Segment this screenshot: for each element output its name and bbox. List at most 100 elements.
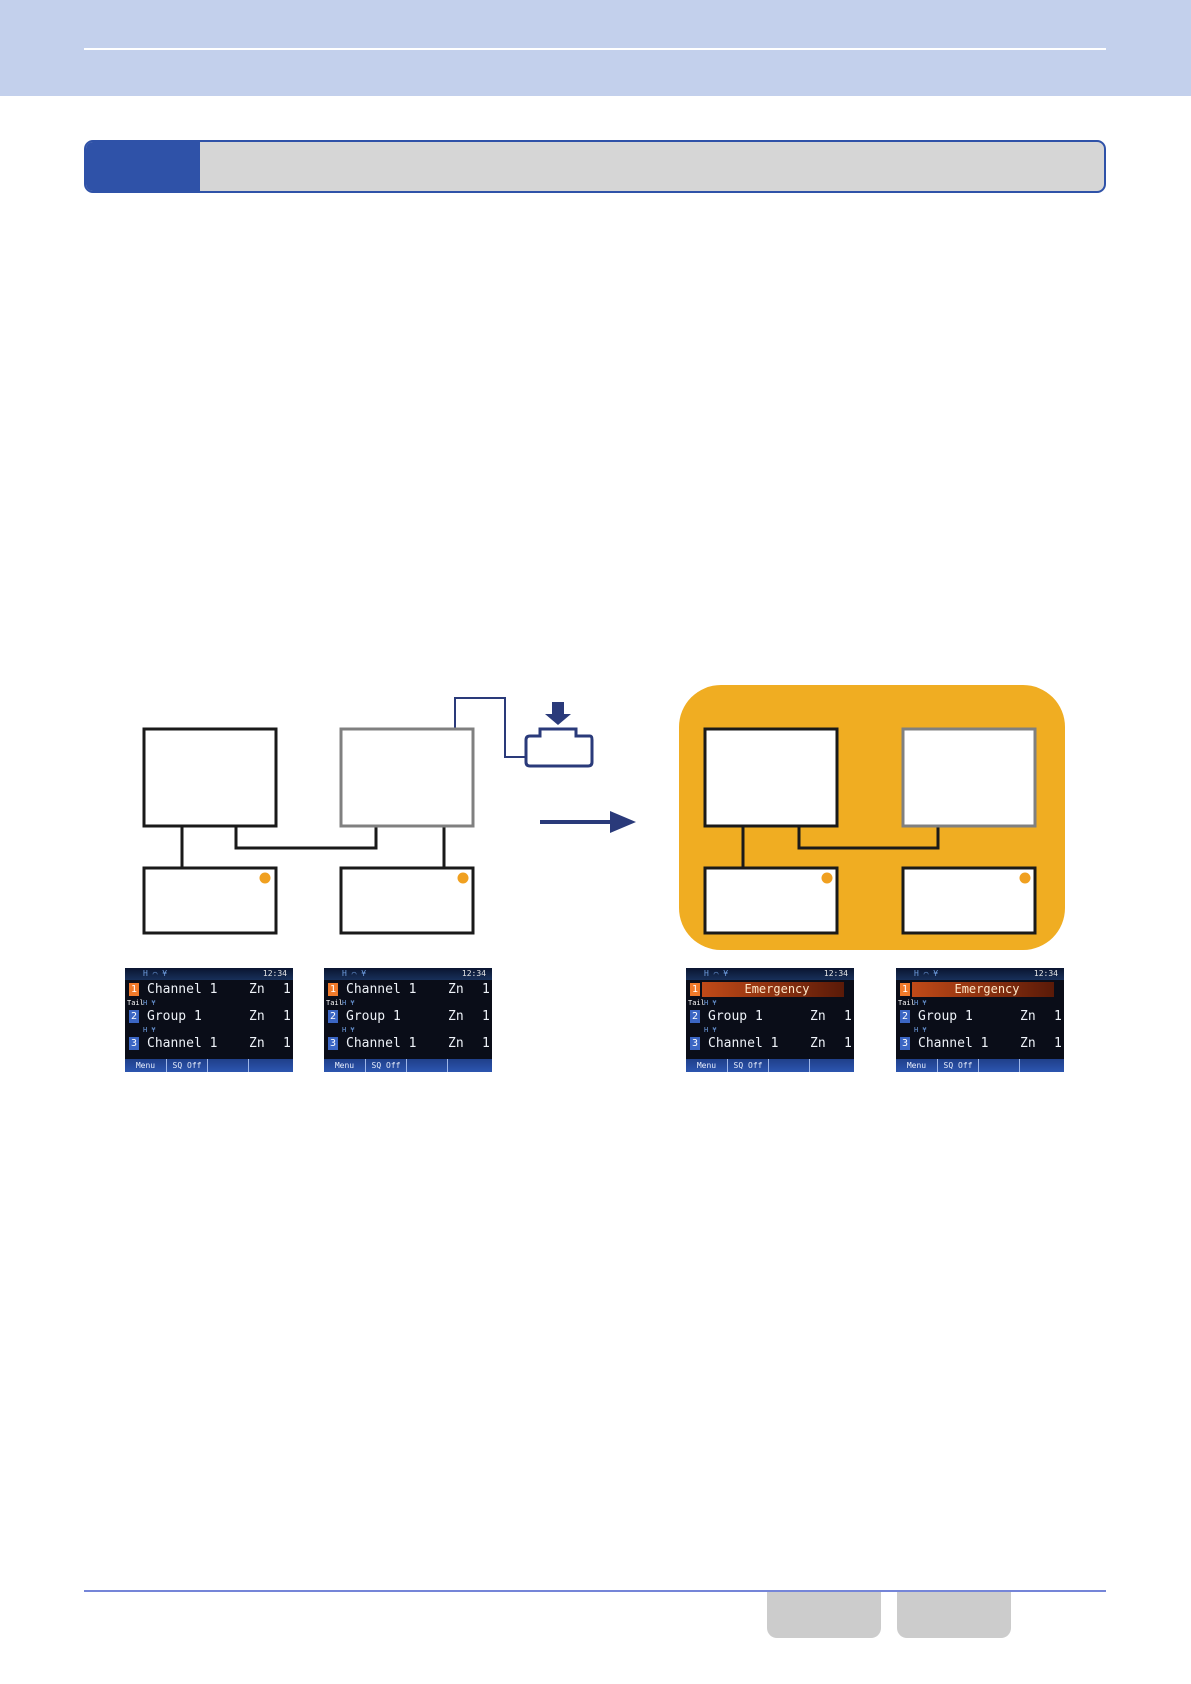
section-heading-bar (84, 140, 1106, 193)
zone-label: Zn (249, 982, 265, 997)
header-rule (84, 48, 1106, 50)
sub-status-icons: H ¥ (143, 999, 156, 1007)
sub-status-icons: H ¥ (143, 1026, 156, 1034)
list-item: 2 Group 1 Zn 1 (896, 1008, 1064, 1025)
section-number-tab (86, 142, 200, 191)
zone-label: Zn (448, 1009, 464, 1024)
status-icons: H ⌒ ¥ (914, 969, 939, 978)
channel-number: 1 (129, 983, 139, 996)
key-press-icon (524, 702, 594, 768)
status-bar: H ⌒ ¥ 12:34 (896, 968, 1064, 980)
softkey-bar: Menu SQ Off (686, 1059, 854, 1072)
led-indicator-icon (821, 872, 833, 884)
zone-value: 1 (482, 1009, 490, 1024)
footer-tab-previous[interactable] (767, 1592, 881, 1638)
sub-status: H ¥ (896, 1026, 1064, 1035)
zone-value: 1 (844, 1009, 852, 1024)
softkey-sq-off: SQ Off (938, 1059, 979, 1072)
softkey-menu: Menu (686, 1059, 728, 1072)
list-item: 1 Channel 1 Zn 1 (125, 981, 293, 998)
zone-value: 1 (482, 982, 490, 997)
sub-status-icons: H ¥ (914, 1026, 927, 1034)
footer-tab-next[interactable] (897, 1592, 1011, 1638)
softkey-4 (448, 1059, 492, 1072)
zone-value: 1 (482, 1036, 490, 1051)
sub-status-icons: H ¥ (704, 1026, 717, 1034)
status-icons: H ⌒ ¥ (342, 969, 367, 978)
softkey-bar: Menu SQ Off (125, 1059, 293, 1072)
channel-number: 1 (328, 983, 338, 996)
list-item: 1 Channel 1 Zn 1 (324, 981, 492, 998)
softkey-sq-off: SQ Off (728, 1059, 769, 1072)
group-label: Group 1 (346, 1009, 401, 1024)
channel-number: 3 (129, 1037, 139, 1050)
status-icons: H ⌒ ¥ (143, 969, 168, 978)
led-indicator-icon (1019, 872, 1031, 884)
zone-label: Zn (448, 982, 464, 997)
tail-indicator: Tail (127, 999, 144, 1007)
zone-label: Zn (810, 1036, 826, 1051)
link-line (797, 826, 940, 850)
key-link-line (454, 697, 526, 758)
softkey-bar: Menu SQ Off (324, 1059, 492, 1072)
right-arrow-icon (540, 811, 636, 833)
radio-display-4: H ⌒ ¥ 12:34 1 Emergency Tail H ¥ 2 Group… (896, 968, 1064, 1072)
sub-status: Tail H ¥ (324, 999, 492, 1008)
list-item: 3 Channel 1 Zn 1 (686, 1035, 854, 1052)
clock: 12:34 (823, 969, 848, 978)
emergency-bar (912, 982, 1054, 997)
channel-number: 2 (900, 1010, 910, 1023)
list-item: 2 Group 1 Zn 1 (324, 1008, 492, 1025)
channel-number: 3 (690, 1037, 700, 1050)
radio-display-1: H ⌒ ¥ 12:34 1 Channel 1 Zn 1 Tail H ¥ 2 … (125, 968, 293, 1072)
zone-value: 1 (1054, 1009, 1062, 1024)
led-indicator-icon (259, 872, 271, 884)
emergency-label: Emergency (954, 982, 1020, 996)
list-item: 3 Channel 1 Zn 1 (896, 1035, 1064, 1052)
radio-unit-a-emergency (703, 727, 839, 828)
softkey-menu: Menu (324, 1059, 366, 1072)
emergency-label: Emergency (744, 982, 810, 996)
softkey-4 (249, 1059, 293, 1072)
list-item: 2 Group 1 Zn 1 (125, 1008, 293, 1025)
tail-indicator: Tail (898, 999, 915, 1007)
radio-unit-b-emergency (901, 727, 1037, 828)
status-bar: H ⌒ ¥ 12:34 (686, 968, 854, 980)
softkey-bar: Menu SQ Off (896, 1059, 1064, 1072)
softkey-3 (979, 1059, 1020, 1072)
radio-display-3: H ⌒ ¥ 12:34 1 Emergency Tail H ¥ 2 Group… (686, 968, 854, 1072)
softkey-3 (407, 1059, 448, 1072)
radio-unit-b (339, 727, 475, 828)
channel-number: 3 (328, 1037, 338, 1050)
softkey-4 (1020, 1059, 1064, 1072)
softkey-sq-off: SQ Off (366, 1059, 407, 1072)
channel-number: 3 (900, 1037, 910, 1050)
channel-label: Channel 1 (708, 1036, 779, 1051)
group-label: Group 1 (708, 1009, 763, 1024)
sub-status: Tail H ¥ (896, 999, 1064, 1008)
tail-indicator: Tail (688, 999, 705, 1007)
softkey-3 (769, 1059, 810, 1072)
receiver-unit-b (339, 866, 475, 935)
channel-label: Channel 1 (346, 982, 417, 997)
radio-unit-a (142, 727, 278, 828)
receiver-unit-b-emergency (901, 866, 1037, 935)
status-icons: H ⌒ ¥ (704, 969, 729, 978)
softkey-3 (208, 1059, 249, 1072)
channel-label: Channel 1 (147, 982, 218, 997)
channel-number: 1 (900, 983, 910, 996)
led-indicator-icon (457, 872, 469, 884)
list-item: 1 Emergency (686, 981, 854, 998)
zone-label: Zn (1020, 1036, 1036, 1051)
softkey-menu: Menu (896, 1059, 938, 1072)
sub-status-icons: H ¥ (342, 1026, 355, 1034)
sub-status-icons: H ¥ (914, 999, 927, 1007)
status-bar: H ⌒ ¥ 12:34 (125, 968, 293, 980)
clock: 12:34 (461, 969, 486, 978)
list-item: 3 Channel 1 Zn 1 (324, 1035, 492, 1052)
sub-status: H ¥ (125, 1026, 293, 1035)
channel-label: Channel 1 (346, 1036, 417, 1051)
link-line (234, 826, 378, 850)
group-label: Group 1 (918, 1009, 973, 1024)
